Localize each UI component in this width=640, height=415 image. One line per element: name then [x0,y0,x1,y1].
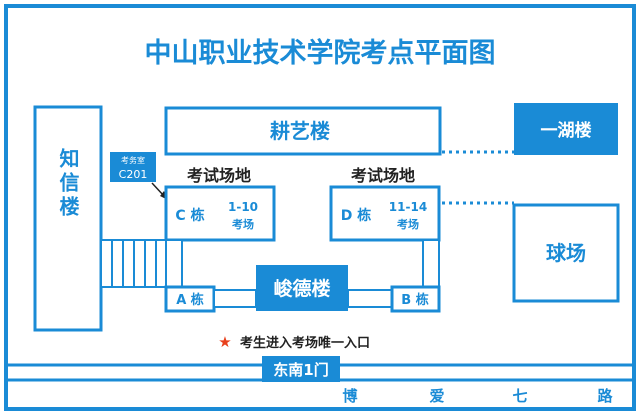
corridor-c [165,239,183,288]
building-junde [256,265,348,311]
corridor-d [422,239,440,288]
road-char-4: 路 [597,387,613,405]
map-title: 中山职业技术学院考点平面图 [145,37,496,69]
road-char-2: 爱 [429,387,444,405]
block-c [164,185,276,242]
building-zhixin [33,105,103,332]
gate-east-south-1 [262,356,340,382]
corridor-junde-b [347,289,393,308]
map-frame [4,4,636,411]
block-d-rooms: 11-14 [389,200,427,214]
block-d-label: D 栋 [341,207,372,224]
building-yihu [514,103,618,155]
entrance-note: 考生进入考场唯一入口 [240,335,370,351]
exam-office-line2: C201 [119,168,148,181]
walkway-stairs [100,239,167,288]
block-d-rooms-sub: 考场 [397,217,419,231]
block-c-rooms: 1-10 [228,200,258,214]
star-icon: ★ [218,333,231,351]
block-b-label: B 栋 [401,292,428,308]
road-char-1: 博 [342,387,357,405]
building-yihu-label: 一湖楼 [541,120,592,141]
block-d [329,185,441,242]
building-qiuchang [512,203,620,303]
exam-office-line1: 考务室 [121,155,145,165]
block-a-label: A 栋 [176,292,204,308]
block-c-label: C 栋 [175,207,204,224]
corridor-a-junde [213,289,257,308]
building-junde-label: 峻德楼 [273,277,330,300]
block-a [164,285,216,313]
building-gengyi-label: 耕艺楼 [270,119,330,143]
gate-label: 东南1门 [273,361,328,379]
building-qiuchang-label: 球场 [546,241,586,265]
building-gengyi [164,106,442,156]
exam-office-badge [110,152,156,182]
block-c-rooms-sub: 考场 [232,217,254,231]
block-b [390,285,441,313]
building-zhixin-label: 知信楼 [56,147,80,220]
road-char-3: 七 [512,387,527,405]
site-label-c: 考试场地 [187,166,251,185]
site-label-d: 考试场地 [351,166,415,185]
